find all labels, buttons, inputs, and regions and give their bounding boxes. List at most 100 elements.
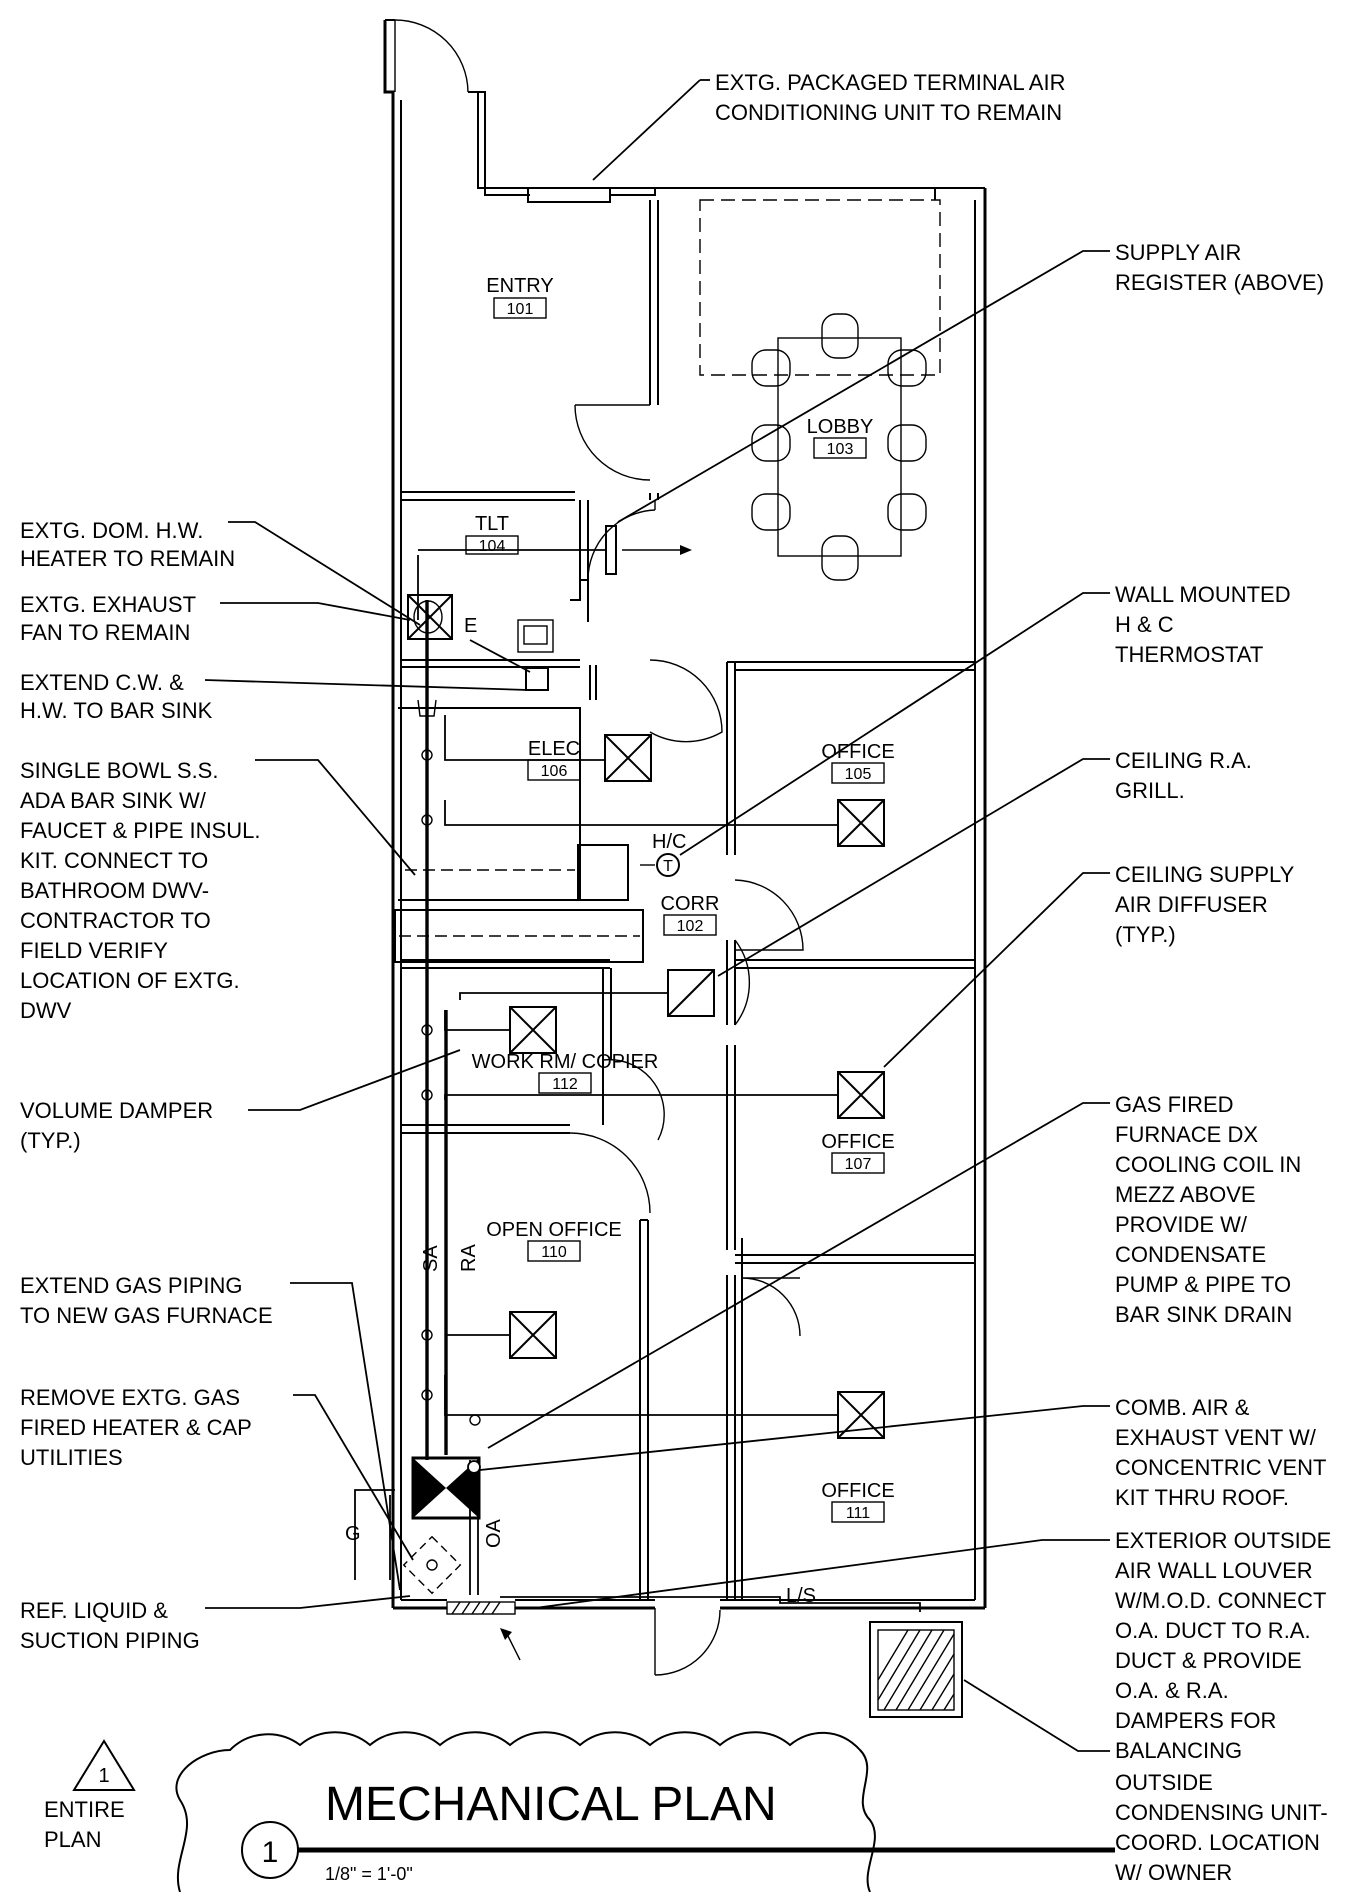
note-line: O.A. & R.A. [1115, 1678, 1229, 1703]
room-corr: CORR 102 [661, 893, 720, 936]
room-tlt: TLT 104 [465, 513, 519, 555]
room-work-rm: WORK RM/ COPIER 112 [472, 1051, 659, 1094]
room-labels: ENTRY 101 LOBBY 103 TLT 104 ELEC 106 OFF… [465, 275, 895, 1523]
note-line: COOLING COIL IN [1115, 1152, 1301, 1177]
room-office-107: OFFICE 107 [821, 1131, 895, 1174]
note-line: CONDENSING UNIT- [1115, 1800, 1328, 1825]
note-line: SINGLE BOWL S.S. [20, 758, 218, 783]
room-number: 112 [552, 1076, 578, 1093]
note-supply-diffuser: CEILING SUPPLY AIR DIFFUSER (TYP.) [1115, 862, 1295, 947]
return-grille [667, 969, 715, 1017]
note-line: LOCATION OF EXTG. [20, 968, 240, 993]
note-line: H & C [1115, 612, 1174, 637]
revision-number: 1 [98, 1765, 109, 1787]
room-name: ENTRY [486, 275, 553, 297]
room-number: 107 [845, 1156, 872, 1173]
room-name: LOBBY [807, 416, 874, 438]
note-line: H.W. TO BAR SINK [20, 698, 213, 723]
note-line: PROVIDE W/ [1115, 1212, 1248, 1237]
note-line: W/ OWNER [1115, 1860, 1232, 1885]
note-line: FIRED HEATER & CAP [20, 1415, 252, 1440]
room-name: CORR [661, 893, 720, 915]
note-volume-damper: VOLUME DAMPER (TYP.) [20, 1098, 213, 1153]
room-name: TLT [475, 513, 509, 535]
note-line: SUPPLY AIR [1115, 240, 1241, 265]
note-comb-air: COMB. AIR & EXHAUST VENT W/ CONCENTRIC V… [1115, 1395, 1326, 1510]
note-line: HEATER TO REMAIN [20, 546, 235, 571]
outside-air-tag: OA [483, 1518, 505, 1548]
note-line: KIT. CONNECT TO [20, 848, 208, 873]
note-louver: EXTERIOR OUTSIDE AIR WALL LOUVER W/M.O.D… [1115, 1528, 1331, 1763]
gas-tag: G [345, 1523, 361, 1545]
note-line: WALL MOUNTED [1115, 582, 1291, 607]
room-name: ELEC [528, 738, 580, 760]
note-line: UTILITIES [20, 1445, 123, 1470]
note-line: KIT THRU ROOF. [1115, 1485, 1289, 1510]
note-line: FURNACE DX [1115, 1122, 1258, 1147]
note-ref-piping: REF. LIQUID & SUCTION PIPING [20, 1598, 200, 1653]
liquid-suction-tag: L/S [786, 1585, 816, 1607]
gas-furnace [411, 1456, 481, 1520]
note-line: EXTERIOR OUTSIDE [1115, 1528, 1331, 1553]
note-line: EXHAUST VENT W/ [1115, 1425, 1317, 1450]
leader-lines [204, 79, 1110, 1752]
note-line: DAMPERS FOR [1115, 1708, 1276, 1733]
note-thermostat: WALL MOUNTED H & C THERMOSTAT [1115, 582, 1291, 667]
room-number: 104 [479, 538, 506, 555]
note-line: REGISTER (ABOVE) [1115, 270, 1324, 295]
note-line: FAUCET & PIPE INSUL. [20, 818, 260, 843]
notes-left: EXTG. DOM. H.W. HEATER TO REMAIN EXTG. E… [20, 518, 273, 1653]
note-line: OUTSIDE [1115, 1770, 1213, 1795]
hw-heater-box [525, 667, 549, 691]
room-name: OFFICE [821, 1131, 894, 1153]
outside-condensing-unit [869, 1621, 963, 1718]
note-supply-register: SUPPLY AIR REGISTER (ABOVE) [1115, 240, 1324, 295]
thermostat [640, 853, 680, 877]
title-block: 1 ENTIRE PLAN 1 MECHANICAL PLAN 1/8" = 1… [44, 1731, 1115, 1892]
room-number: 110 [541, 1244, 567, 1261]
note-line: EXTEND GAS PIPING [20, 1273, 243, 1298]
room-name: OPEN OFFICE [486, 1219, 622, 1241]
drawing-scale: 1/8" = 1'-0" [325, 1864, 413, 1884]
door-swings [394, 19, 804, 1676]
note-line: CONDITIONING UNIT TO REMAIN [715, 100, 1062, 125]
room-office-105: OFFICE 105 [821, 741, 895, 784]
return-air-tag: RA [458, 1244, 480, 1272]
note-line: AIR WALL LOUVER [1115, 1558, 1313, 1583]
drawing-title: MECHANICAL PLAN [325, 1778, 777, 1831]
thermostat-tag: H/C [652, 831, 686, 853]
note-line: PUMP & PIPE TO [1115, 1272, 1291, 1297]
ptac-unit [527, 187, 611, 203]
ductwork [354, 549, 921, 1612]
note-line: GRILL. [1115, 778, 1185, 803]
note-line: TO NEW GAS FURNACE [20, 1303, 273, 1328]
plan-tags: E H/C T SA RA OA G L/S [345, 615, 816, 1607]
supply-air-tag: SA [420, 1245, 442, 1272]
room-open-office: OPEN OFFICE 110 [486, 1219, 622, 1262]
note-line: EXTG. DOM. H.W. [20, 518, 203, 543]
floor-plan-walls [383, 19, 987, 1610]
note-line: BAR SINK DRAIN [1115, 1302, 1292, 1327]
note-line: EXTEND C.W. & [20, 670, 184, 695]
lobby-furniture [527, 187, 941, 581]
note-line: DUCT & PROVIDE [1115, 1648, 1302, 1673]
room-number: 111 [846, 1505, 870, 1522]
note-extend-cw-hw: EXTEND C.W. & H.W. TO BAR SINK [20, 670, 213, 723]
note-line: MEZZ ABOVE [1115, 1182, 1256, 1207]
room-elec: ELEC 106 [527, 738, 581, 781]
supply-register [605, 525, 692, 575]
note-line: THERMOSTAT [1115, 642, 1263, 667]
note-line: BATHROOM DWV- [20, 878, 209, 903]
note-ptac: EXTG. PACKAGED TERMINAL AIR CONDITIONING… [715, 70, 1065, 125]
room-number: 102 [677, 918, 704, 935]
revision-note-line: ENTIRE [44, 1797, 125, 1822]
note-line: GAS FIRED [1115, 1092, 1234, 1117]
note-line: COORD. LOCATION [1115, 1830, 1320, 1855]
detail-number: 1 [262, 1836, 279, 1869]
note-line: REF. LIQUID & [20, 1598, 168, 1623]
note-line: DWV [20, 998, 72, 1023]
note-line: SUCTION PIPING [20, 1628, 200, 1653]
note-gas-piping: EXTEND GAS PIPING TO NEW GAS FURNACE [20, 1273, 273, 1328]
exhaust-tag: E [464, 615, 477, 637]
room-name: WORK RM/ COPIER [472, 1051, 659, 1073]
